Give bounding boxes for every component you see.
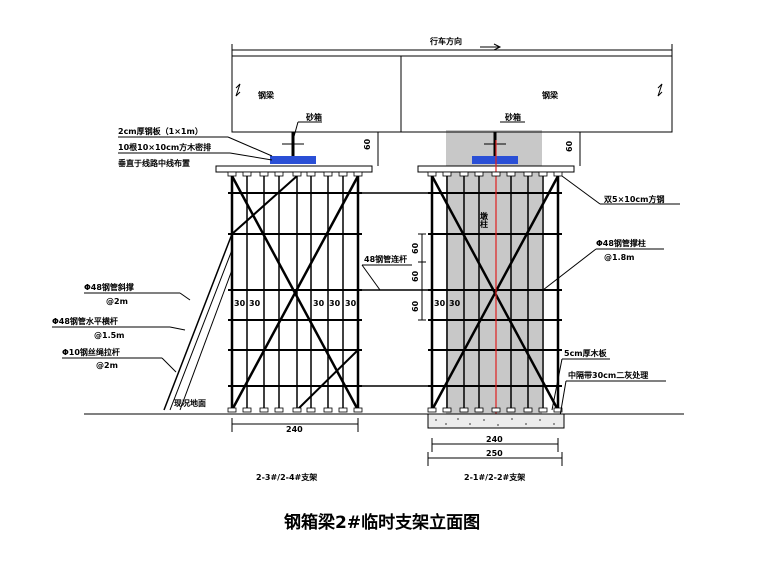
plate-label-3: 垂直于线路中线布置 xyxy=(118,158,190,168)
plate-label-2: 10根10×10cm方木密排 xyxy=(118,142,211,152)
distribution-beams xyxy=(215,165,575,173)
horiz-rod-spacing: @1.5m xyxy=(94,331,125,340)
travel-direction-line xyxy=(231,43,673,56)
top-60-dims xyxy=(377,132,581,166)
wire-rod-spacing: @2m xyxy=(96,361,118,370)
lime-treated-base xyxy=(427,413,565,429)
plate-label-1: 2cm厚钢板（1×1m） xyxy=(118,126,203,136)
frame-right xyxy=(428,175,562,411)
v-dim-60a: 60 xyxy=(411,242,420,254)
pier-column-shade xyxy=(446,130,542,418)
frame-right-caps xyxy=(427,171,563,413)
dim-60-left: 60 xyxy=(363,138,372,150)
tie-rod-label: 48钢管连杆 xyxy=(364,254,407,264)
dim-240-right: 240 xyxy=(486,435,503,444)
sand-box-left xyxy=(270,132,316,164)
ground-label: 现况地面 xyxy=(174,398,206,408)
diag-brace-label: Φ48钢管斜撑 xyxy=(84,282,134,292)
plate-leader-lines xyxy=(118,136,273,161)
support-left-label: 2-3#/2-4#支架 xyxy=(256,472,317,482)
space-30g: 30 xyxy=(449,299,461,308)
space-30b: 30 xyxy=(249,299,261,308)
space-30f: 30 xyxy=(434,299,446,308)
space-30e: 30 xyxy=(345,299,357,308)
pier-label: 墩柱 xyxy=(479,211,489,229)
v-dim-60c: 60 xyxy=(411,300,420,312)
middle-v-dims xyxy=(418,233,426,321)
dim-250: 250 xyxy=(486,449,503,458)
space-30c: 30 xyxy=(313,299,325,308)
sand-box-left-label: 砂箱 xyxy=(305,112,322,122)
steel-box-girder xyxy=(231,55,673,133)
drawing-title: 钢箱梁2#临时支架立面图 xyxy=(284,512,480,533)
side-struts-left xyxy=(163,233,233,411)
dim-60-right: 60 xyxy=(565,140,574,152)
space-30a: 30 xyxy=(234,299,246,308)
wire-rod-label: Φ10钢丝绳拉杆 xyxy=(62,347,120,357)
post-label: Φ48钢管撑柱 xyxy=(596,238,646,248)
horiz-rod-label: Φ48钢管水平横杆 xyxy=(52,316,118,326)
v-dim-60b: 60 xyxy=(411,270,420,282)
support-right-label: 2-1#/2-2#支架 xyxy=(464,472,525,482)
frame-left-caps xyxy=(227,171,363,413)
frame-left xyxy=(228,175,362,411)
wood-board-label: 5cm厚木板 xyxy=(564,348,608,358)
steel-beam-right-label: 钢梁 xyxy=(542,90,559,100)
dim-240-left: 240 xyxy=(286,425,303,434)
travel-direction-text: 行车方向 xyxy=(429,36,462,46)
bottom-dims xyxy=(231,418,563,466)
sand-box-right xyxy=(472,132,518,164)
space-30d: 30 xyxy=(329,299,341,308)
lime-label: 中隔带30cm二灰处理 xyxy=(568,370,648,380)
diag-brace-spacing: @2m xyxy=(106,297,128,306)
post-length: @1.8m xyxy=(604,253,635,262)
steel-beam-left-label: 钢梁 xyxy=(258,90,275,100)
lime-base-hatch xyxy=(435,418,555,426)
double-timber-label: 双5×10cm方钢 xyxy=(604,194,664,204)
sand-box-right-label: 砂箱 xyxy=(504,112,521,122)
